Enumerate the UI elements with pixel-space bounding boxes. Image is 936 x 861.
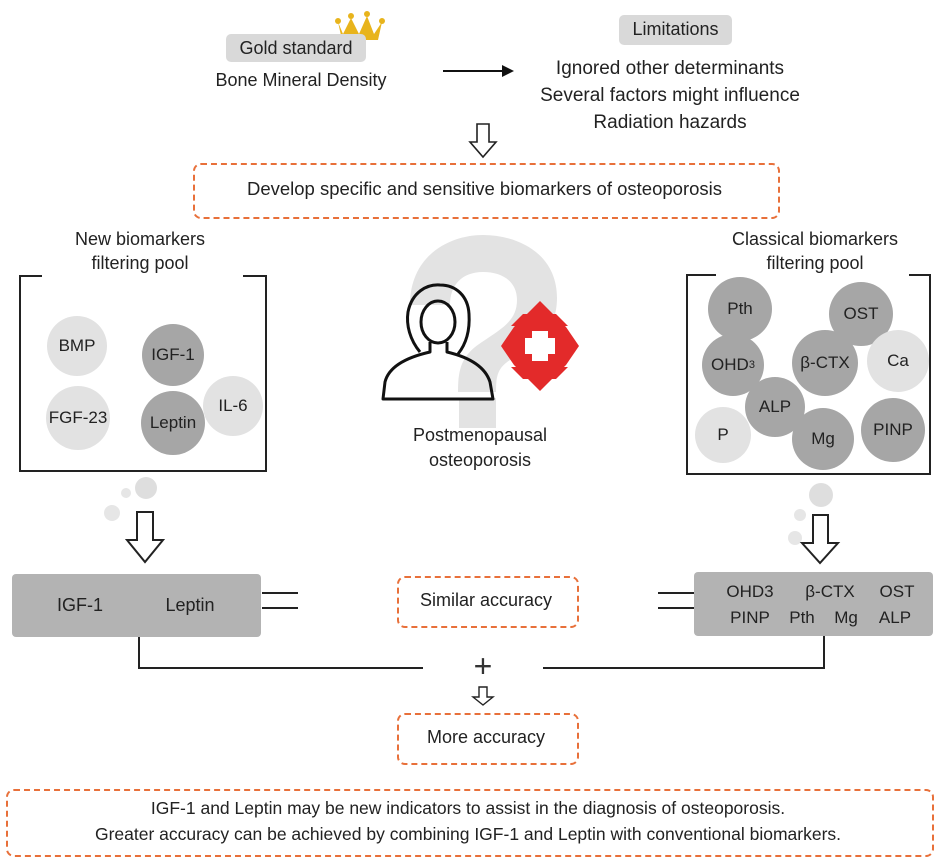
marker-bmp: BMP <box>47 316 107 376</box>
bubble <box>135 477 157 499</box>
plus-sign: + <box>473 648 493 684</box>
marker-mg: Mg <box>792 408 854 470</box>
classical-pool-title: Classical biomarkers <box>731 229 899 249</box>
down-arrow-left <box>124 511 166 564</box>
woman-icon <box>381 283 495 401</box>
limitations-title: Limitations <box>632 19 719 39</box>
conclusion-box <box>6 789 934 857</box>
marker-beta-ctx: β-CTX <box>792 330 858 396</box>
down-arrow-right <box>799 514 841 565</box>
equal-connector-right <box>658 592 694 609</box>
bubble <box>121 488 131 498</box>
new-pool-bracket <box>19 275 267 472</box>
limitation-item: Several factors might influence <box>540 85 800 106</box>
new-pool-title: New biomarkers <box>74 229 206 249</box>
develop-biomarkers-box <box>193 163 780 219</box>
panel-marker: PINP <box>730 608 770 627</box>
panel-marker: Mg <box>834 608 858 627</box>
medical-cross-icon <box>501 301 579 391</box>
marker-pth: Pth <box>708 277 772 341</box>
marker-p: P <box>695 407 751 463</box>
more-accuracy-box <box>397 713 579 765</box>
marker-pinp: PINP <box>861 398 925 462</box>
new-biomarker-panel <box>12 574 261 637</box>
gold-standard-subtitle: Bone Mineral Density <box>215 70 387 90</box>
panel-marker: Pth <box>789 608 815 627</box>
combine-line-right <box>543 636 825 669</box>
equal-connector-left <box>262 592 298 609</box>
marker-il6: IL-6 <box>203 376 263 436</box>
similar-accuracy-text: Similar accuracy <box>419 590 553 610</box>
develop-biomarkers-text: Develop specific and sensitive biomarker… <box>246 178 723 199</box>
arrow-to-limitations <box>443 65 514 77</box>
classical-pool-bracket <box>686 274 931 475</box>
marker-leptin: Leptin <box>141 391 205 455</box>
marker-igf1: IGF-1 <box>142 324 204 386</box>
bubble <box>788 531 802 545</box>
panel-marker: OST <box>879 582 915 601</box>
marker-fgf23: FGF-23 <box>46 386 110 450</box>
panel-marker: IGF-1 <box>56 595 103 615</box>
bubble <box>104 505 120 521</box>
down-arrow-small <box>471 686 495 706</box>
conclusion-line: Greater accuracy can be achieved by comb… <box>94 824 842 844</box>
combine-line-left <box>138 637 423 669</box>
bubble <box>794 509 806 521</box>
limitation-item: Ignored other determinants <box>555 58 785 79</box>
gold-standard-label-bg <box>226 34 366 62</box>
similar-accuracy-box <box>397 576 579 628</box>
panel-marker: Leptin <box>165 595 215 615</box>
panel-marker: ALP <box>878 608 912 627</box>
limitation-item: Radiation hazards <box>593 112 747 133</box>
down-arrow-top <box>468 123 498 159</box>
limitations-label-bg <box>619 15 732 45</box>
more-accuracy-text: More accuracy <box>426 727 546 747</box>
marker-ca: Ca <box>867 330 929 392</box>
center-label: Postmenopausal <box>412 425 548 445</box>
classical-biomarker-panel <box>694 572 933 636</box>
conclusion-line: IGF-1 and Leptin may be new indicators t… <box>150 798 786 818</box>
panel-marker: OHD3 <box>726 582 774 601</box>
center-label: osteoporosis <box>428 450 532 470</box>
classical-pool-title: filtering pool <box>766 253 864 273</box>
bubble <box>809 483 833 507</box>
new-pool-title: filtering pool <box>91 253 189 273</box>
gold-standard-title: Gold standard <box>239 38 353 58</box>
panel-marker: β-CTX <box>805 582 855 601</box>
marker-alp: ALP <box>745 377 805 437</box>
